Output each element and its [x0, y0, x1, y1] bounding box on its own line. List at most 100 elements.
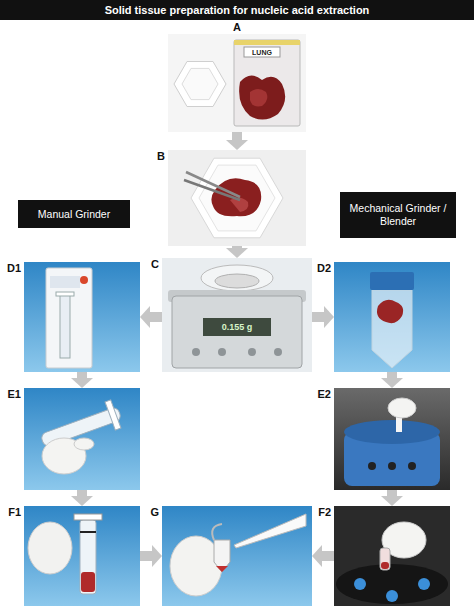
flow-arrow — [312, 545, 334, 567]
arrow-shaft — [232, 132, 242, 141]
photo-c-part — [218, 348, 226, 356]
arrow-shaft — [77, 372, 87, 379]
photo-a-part — [234, 40, 300, 45]
arrow-head — [312, 545, 322, 567]
arrow-shaft — [387, 372, 397, 379]
photo-g-part — [214, 540, 230, 572]
photo-f1-part — [28, 522, 72, 574]
flow-arrow — [381, 490, 403, 506]
photo-d2 — [334, 262, 450, 372]
label-box: Mechanical Grinder / Blender — [340, 192, 456, 238]
arrow-head — [71, 378, 93, 388]
photo-f1-part — [81, 572, 95, 592]
flow-arrow — [140, 545, 162, 567]
panel-letter: G — [150, 506, 159, 518]
photo-b-part — [168, 150, 306, 246]
photo-g-part — [234, 514, 306, 548]
photo-d1 — [24, 262, 140, 372]
title-band — [0, 0, 474, 20]
photo-d1-part — [60, 294, 70, 358]
photo-d1-part — [80, 276, 88, 284]
photo-panel: A — [168, 34, 306, 132]
photo-d1-part — [46, 268, 92, 368]
photo-b — [168, 150, 306, 246]
panel-letter: C — [151, 258, 159, 270]
photo-panel: E2 — [334, 388, 450, 490]
photo-a-part — [250, 89, 267, 106]
panel-letter: F1 — [8, 506, 21, 518]
photo-f2-part — [334, 506, 450, 606]
flow-arrow — [71, 372, 93, 388]
photo-g — [162, 506, 312, 606]
photo-e2 — [334, 388, 450, 490]
photo-f2-part — [354, 578, 366, 590]
arrow-head — [140, 306, 150, 328]
photo-f1-part — [74, 514, 102, 520]
scale-reading: 0.155 g — [203, 318, 271, 336]
panel-letter: E1 — [8, 388, 21, 400]
photo-c-part — [201, 265, 273, 291]
bag-label: LUNG — [244, 47, 280, 57]
photo-d1-part — [56, 292, 74, 296]
photo-a-part — [174, 62, 226, 107]
photo-c-part — [192, 348, 200, 356]
photo-a-part — [234, 40, 300, 126]
photo-f2-part — [336, 564, 448, 604]
photo-a-part — [244, 47, 280, 57]
box-label: Mechanical Grinder / Blender — [346, 202, 450, 228]
arrow-head — [381, 496, 403, 506]
photo-e2-part — [334, 388, 450, 490]
arrow-head — [324, 306, 334, 328]
photo-e1-part — [74, 438, 94, 450]
panel-letter: D1 — [7, 262, 21, 274]
photo-panel: F1 — [24, 506, 140, 606]
arrow-shaft — [312, 312, 325, 322]
photo-c-part — [274, 348, 282, 356]
photo-c-part — [162, 258, 312, 372]
photo-e2-part — [408, 462, 416, 470]
label-box: Manual Grinder — [18, 200, 130, 228]
photo-e1 — [24, 388, 140, 490]
panel-letter: A — [168, 21, 306, 33]
arrow-head — [71, 496, 93, 506]
photo-c-part — [248, 348, 256, 356]
photo-d2-part — [370, 272, 414, 290]
flow-arrow — [226, 132, 248, 150]
photo-c-part — [203, 318, 271, 336]
photo-a-part — [239, 75, 285, 119]
flow-arrow — [226, 246, 248, 258]
photo-e2-part — [388, 462, 396, 470]
photo-f1 — [24, 506, 140, 606]
arrow-head — [226, 140, 248, 150]
arrow-shaft — [77, 490, 87, 497]
photo-panel: D1 — [24, 262, 140, 372]
panel-letter: D2 — [317, 262, 331, 274]
photo-e2-part — [344, 420, 440, 444]
photo-g-part — [216, 566, 228, 572]
flow-arrow — [71, 490, 93, 506]
photo-e1-part — [24, 388, 140, 490]
arrow-head — [226, 248, 248, 258]
photo-f1-part — [80, 520, 96, 594]
photo-panel: E1 — [24, 388, 140, 490]
panel-letter: E2 — [318, 388, 331, 400]
photo-d2-part — [377, 300, 403, 323]
photo-panel: D2 — [334, 262, 450, 372]
photo-g-part — [212, 524, 222, 540]
photo-f2 — [334, 506, 450, 606]
panel-letter: F2 — [318, 506, 331, 518]
photo-c — [162, 258, 312, 372]
photo-a-part — [168, 34, 306, 132]
photo-d1-part — [50, 276, 80, 288]
arrow-shaft — [140, 551, 153, 561]
photo-f2-part — [381, 562, 389, 569]
photo-f1-part — [24, 506, 140, 606]
photo-panel: G — [162, 506, 312, 606]
photo-d2-part — [372, 290, 412, 368]
photo-panel: B — [168, 150, 306, 246]
panel-letter: B — [157, 150, 165, 162]
flow-arrow — [312, 306, 334, 328]
flow-arrow — [381, 372, 403, 388]
